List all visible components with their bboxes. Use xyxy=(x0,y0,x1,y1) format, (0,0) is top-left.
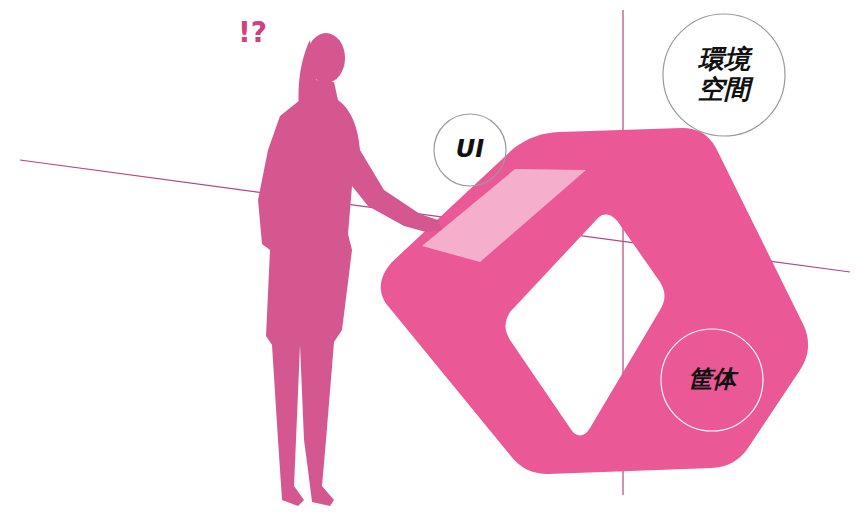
circle-shape xyxy=(663,14,785,136)
circle-label: 筐体 xyxy=(688,366,736,394)
touch-screen xyxy=(422,169,586,262)
kiosk-body xyxy=(381,128,808,474)
circle-label: 環境 空間 xyxy=(694,45,754,105)
circle-label: UI xyxy=(456,136,484,164)
woman-silhouette xyxy=(258,33,442,506)
callout-circle: 環境 空間 xyxy=(662,13,786,137)
callout-circle: UI xyxy=(433,113,507,187)
callout-circle: 筐体 xyxy=(660,328,764,432)
exclamation-mark: !? xyxy=(238,16,267,49)
circle-shape xyxy=(434,114,506,186)
circle-shape xyxy=(661,329,763,431)
